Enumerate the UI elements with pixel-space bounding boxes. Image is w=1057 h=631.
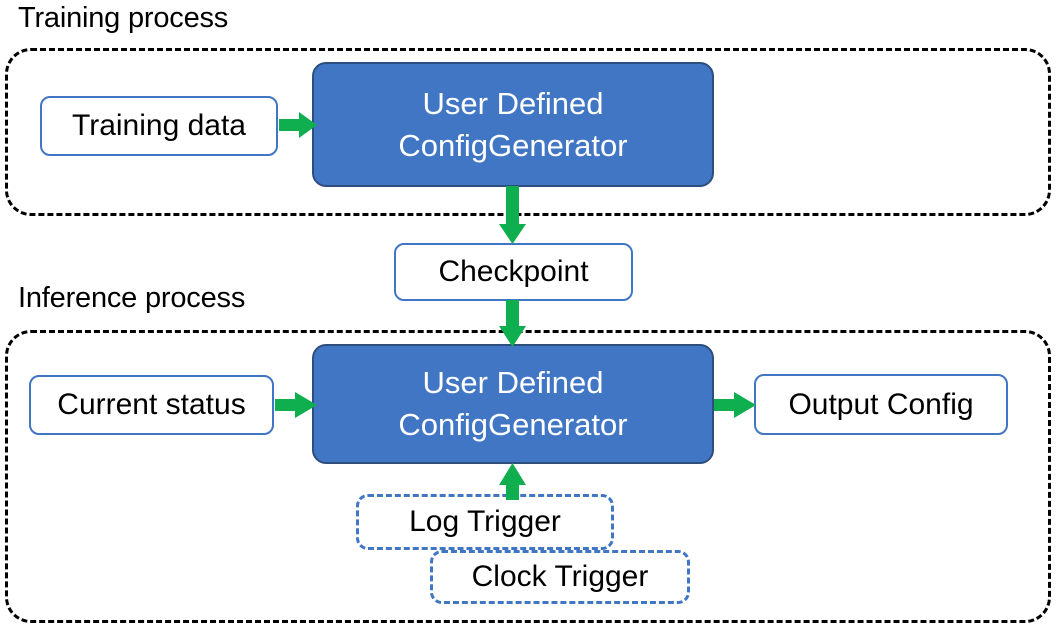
generator-title-line-1: User Defined xyxy=(422,85,604,121)
inference-process-label: Inference process xyxy=(18,282,246,314)
node-user-defined-config-generator-inference[interactable]: User Defined ConfigGenerator xyxy=(312,344,714,464)
generator-title-line-2: ConfigGenerator xyxy=(398,127,628,163)
node-log-trigger[interactable]: Log Trigger xyxy=(356,494,614,550)
node-clock-trigger[interactable]: Clock Trigger xyxy=(430,550,690,604)
generator-title-line-2: ConfigGenerator xyxy=(398,407,628,442)
node-checkpoint[interactable]: Checkpoint xyxy=(394,243,633,301)
node-training-data[interactable]: Training data xyxy=(40,96,278,156)
training-process-label: Training process xyxy=(18,2,229,34)
node-user-defined-config-generator-training[interactable]: User Defined ConfigGenerator xyxy=(312,62,714,187)
inference-process-container xyxy=(5,330,1051,623)
generator-title-line-1: User Defined xyxy=(422,365,604,400)
node-output-config[interactable]: Output Config xyxy=(754,374,1008,435)
node-current-status[interactable]: Current status xyxy=(29,375,274,435)
training-process-container xyxy=(5,48,1051,216)
